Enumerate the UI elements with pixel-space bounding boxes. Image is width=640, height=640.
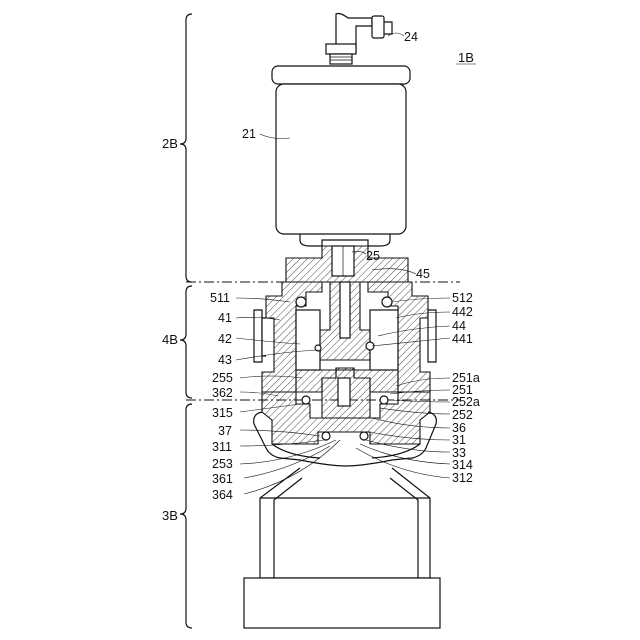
callout-362: 362 (212, 386, 233, 400)
cylinder-body (272, 66, 410, 246)
callout-31: 31 (452, 433, 466, 447)
figure-label: 1B (458, 50, 474, 65)
section-label-2b: 2B (162, 136, 178, 151)
callout-44: 44 (452, 319, 466, 333)
gripper-base (244, 468, 440, 628)
callout-253: 253 (212, 457, 233, 471)
callout-364: 364 (212, 488, 233, 502)
callout-361: 361 (212, 472, 233, 486)
callout-252: 252 (452, 408, 473, 422)
callout-441: 441 (452, 332, 473, 346)
callout-255: 255 (212, 371, 233, 385)
section-brace-2b (180, 14, 192, 282)
section-label-3b: 3B (162, 508, 178, 523)
callout-37: 37 (218, 424, 232, 438)
callout-43: 43 (218, 353, 232, 367)
callout-311: 311 (212, 440, 232, 454)
callout-21: 21 (242, 127, 256, 141)
elbow-fitting (326, 14, 392, 65)
callout-512: 512 (452, 291, 473, 305)
callout-314: 314 (452, 458, 473, 472)
callout-42: 42 (218, 332, 232, 346)
callout-312: 312 (452, 471, 473, 485)
section-brace-4b (180, 286, 192, 398)
upper-flange (286, 246, 408, 282)
callout-24: 24 (404, 30, 418, 44)
section-brace-3b (180, 404, 192, 628)
callout-511: 511 (210, 291, 230, 305)
callout-252a: 252a (452, 395, 480, 409)
callout-25: 25 (366, 249, 380, 263)
callout-45: 45 (416, 267, 430, 281)
callout-41: 41 (218, 311, 232, 325)
callout-442: 442 (452, 305, 473, 319)
section-label-4b: 4B (162, 332, 178, 347)
callout-315: 315 (212, 406, 233, 420)
